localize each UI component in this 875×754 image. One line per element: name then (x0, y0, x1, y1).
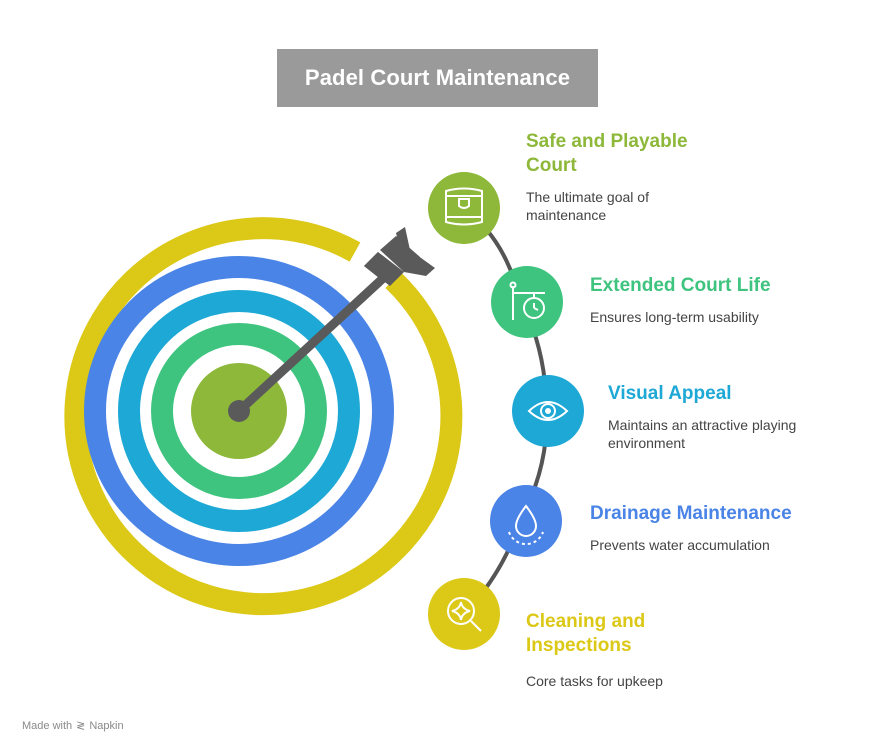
magnifier-sparkle-icon (447, 597, 482, 632)
item-cleaning: Cleaning and Inspections Core tasks for … (526, 610, 663, 690)
eye-icon (527, 401, 569, 421)
target-ring-blue (84, 256, 394, 566)
item-heading: Safe and Playable Court (526, 131, 688, 176)
item-safe-court: Safe and Playable Court The ultimate goa… (526, 130, 688, 224)
item-heading: Visual Appeal (608, 383, 732, 404)
item-description: Ensures long-term usability (590, 309, 759, 325)
item-description: Prevents water accumulation (590, 537, 770, 553)
item-description: Core tasks for upkeep (526, 673, 663, 689)
target-rings (64, 217, 463, 616)
node-drainage (490, 485, 562, 557)
item-description: The ultimate goal of maintenance (526, 189, 649, 223)
target-ring-yellow (64, 217, 463, 616)
footer-brand: Napkin (89, 719, 124, 732)
shield-icon (445, 187, 483, 226)
clock-sign-icon (509, 281, 545, 320)
node-visual-appeal (512, 375, 584, 447)
item-heading: Cleaning and Inspections (526, 611, 646, 656)
water-drop-icon (508, 504, 544, 546)
item-drainage: Drainage Maintenance Prevents water accu… (590, 502, 792, 554)
node-cleaning (428, 578, 500, 650)
target-ring-green (151, 323, 327, 499)
item-visual-appeal: Visual Appeal Maintains an attractive pl… (608, 382, 796, 452)
target-ring-cyan (118, 290, 360, 532)
node-extended-life (491, 266, 563, 338)
title-banner: Padel Court Maintenance (277, 49, 598, 107)
item-description: Maintains an attractive playing environm… (608, 417, 797, 451)
node-safe-court (428, 172, 500, 244)
footer-made-with: Made with (22, 719, 73, 732)
footer-credit: Made with ≷ Napkin (22, 719, 124, 733)
item-extended-life: Extended Court Life Ensures long-term us… (590, 274, 771, 326)
napkin-logo-icon: ≷ (76, 720, 86, 732)
item-heading: Extended Court Life (590, 275, 771, 296)
item-heading: Drainage Maintenance (590, 503, 792, 524)
arrow-icon (228, 227, 435, 422)
page-title: Padel Court Maintenance (304, 65, 571, 90)
